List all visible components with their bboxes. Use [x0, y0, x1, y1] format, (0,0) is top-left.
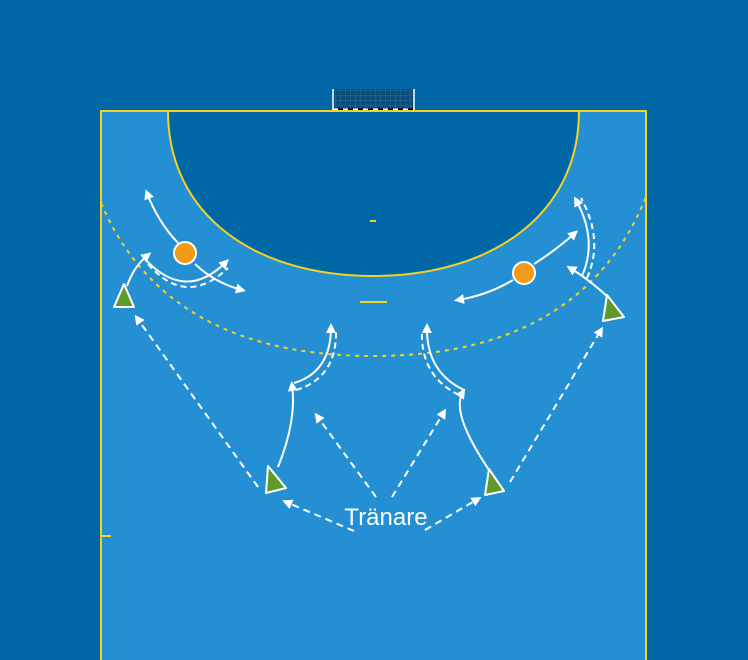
run-arrow — [143, 257, 229, 283]
defender-player — [265, 465, 287, 494]
pass-arrow — [509, 326, 604, 483]
run-arrow — [421, 323, 465, 391]
run-arrow — [574, 196, 590, 277]
run-arrow — [144, 189, 179, 244]
goal-area-line — [166, 110, 581, 278]
defender-player — [602, 294, 625, 322]
coach-label: Tränare — [344, 504, 427, 531]
attacker-player — [512, 261, 536, 285]
pass-arrow — [424, 496, 482, 531]
movement-arrows — [126, 189, 610, 532]
pass-arrow — [391, 408, 447, 498]
pass-arrow — [147, 263, 229, 289]
attackers — [173, 241, 536, 285]
pass-arrow — [314, 412, 377, 498]
run-arrow — [126, 252, 152, 287]
run-arrow — [454, 279, 514, 304]
free-throw-line — [100, 196, 647, 358]
defenders — [113, 283, 625, 496]
goal — [332, 89, 415, 112]
run-arrow — [277, 381, 298, 468]
run-arrow — [293, 323, 336, 384]
pass-arrow — [580, 197, 596, 279]
pass-arrow — [134, 314, 259, 488]
run-arrow — [566, 265, 610, 299]
defender-player — [113, 283, 135, 308]
pass-arrow — [420, 329, 460, 396]
run-arrow — [455, 388, 490, 471]
run-arrow — [194, 263, 246, 294]
pass-arrow — [282, 499, 355, 532]
defender-player — [484, 468, 505, 496]
run-arrow — [533, 230, 578, 265]
attacker-player — [173, 241, 197, 265]
